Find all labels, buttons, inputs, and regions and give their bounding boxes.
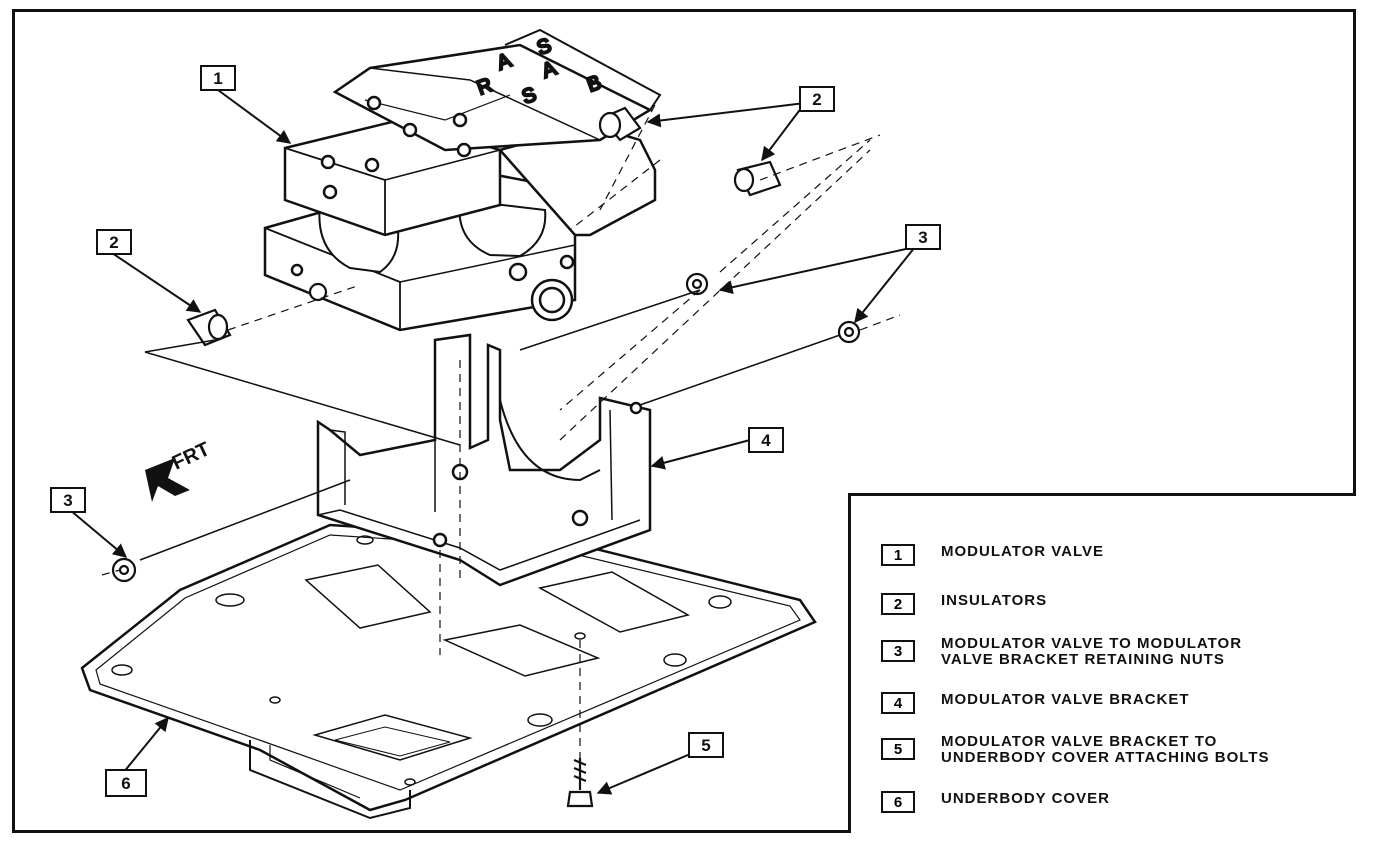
- legend-description: INSULATORS: [941, 592, 1048, 609]
- legend-item: 6 UNDERBODY COVER: [881, 791, 1341, 813]
- callout-3a: 3: [905, 224, 941, 250]
- callout-2a: 2: [799, 86, 835, 112]
- legend-description: MODULATOR VALVE: [941, 543, 1105, 560]
- legend-item: 3 MODULATOR VALVE TO MODULATOR VALVE BRA…: [881, 636, 1341, 668]
- insulators: [186, 106, 782, 347]
- legend-number: 1: [881, 544, 915, 566]
- alignment-lines: [101, 104, 901, 758]
- leader-lines: [69, 89, 916, 795]
- svg-text:2: 2: [109, 233, 118, 252]
- legend-description: MODULATOR VALVE BRACKET TO UNDERBODY COV…: [941, 733, 1270, 766]
- legend-number: 6: [881, 791, 915, 813]
- frt-label: FRT: [169, 438, 214, 474]
- legend-item: 2 INSULATORS: [881, 593, 1341, 615]
- callout-1: 1: [200, 65, 236, 91]
- legend-number: 2: [881, 593, 915, 615]
- legend-number: 5: [881, 738, 915, 760]
- legend-item: 5 MODULATOR VALVE BRACKET TO UNDERBODY C…: [881, 734, 1341, 766]
- callout-5: 5: [688, 732, 724, 758]
- parts-legend: 1 MODULATOR VALVE 2 INSULATORS 3 MODULAT…: [848, 493, 1356, 833]
- svg-text:3: 3: [63, 491, 72, 510]
- svg-text:2: 2: [812, 90, 821, 109]
- svg-text:6: 6: [121, 774, 130, 793]
- legend-description: MODULATOR VALVE BRACKET: [941, 691, 1190, 708]
- legend-number: 3: [881, 640, 915, 662]
- underbody-cover: [80, 523, 817, 820]
- diagram-frame: [12, 9, 1356, 833]
- attaching-bolt: [566, 758, 594, 808]
- front-arrow-icon: [145, 458, 190, 502]
- callout-2b: 2: [96, 229, 132, 255]
- svg-text:3: 3: [918, 228, 927, 247]
- legend-description: MODULATOR VALVE TO MODULATOR VALVE BRACK…: [941, 635, 1243, 668]
- legend-item: 1 MODULATOR VALVE: [881, 544, 1341, 566]
- retaining-nuts: [111, 272, 861, 583]
- svg-text:5: 5: [701, 736, 710, 755]
- front-direction-indicator: FRT: [145, 438, 213, 502]
- alignment-lines-solid: [139, 289, 841, 561]
- legend-item: 4 MODULATOR VALVE BRACKET: [881, 692, 1341, 714]
- legend-number: 4: [881, 692, 915, 714]
- callout-3b: 3: [50, 487, 86, 513]
- svg-text:1: 1: [213, 69, 222, 88]
- callout-4: 4: [748, 427, 784, 453]
- modulator-valve: A B S A S R: [263, 28, 662, 332]
- svg-text:4: 4: [761, 431, 771, 450]
- callout-6: 6: [105, 769, 147, 797]
- legend-description: UNDERBODY COVER: [941, 790, 1110, 807]
